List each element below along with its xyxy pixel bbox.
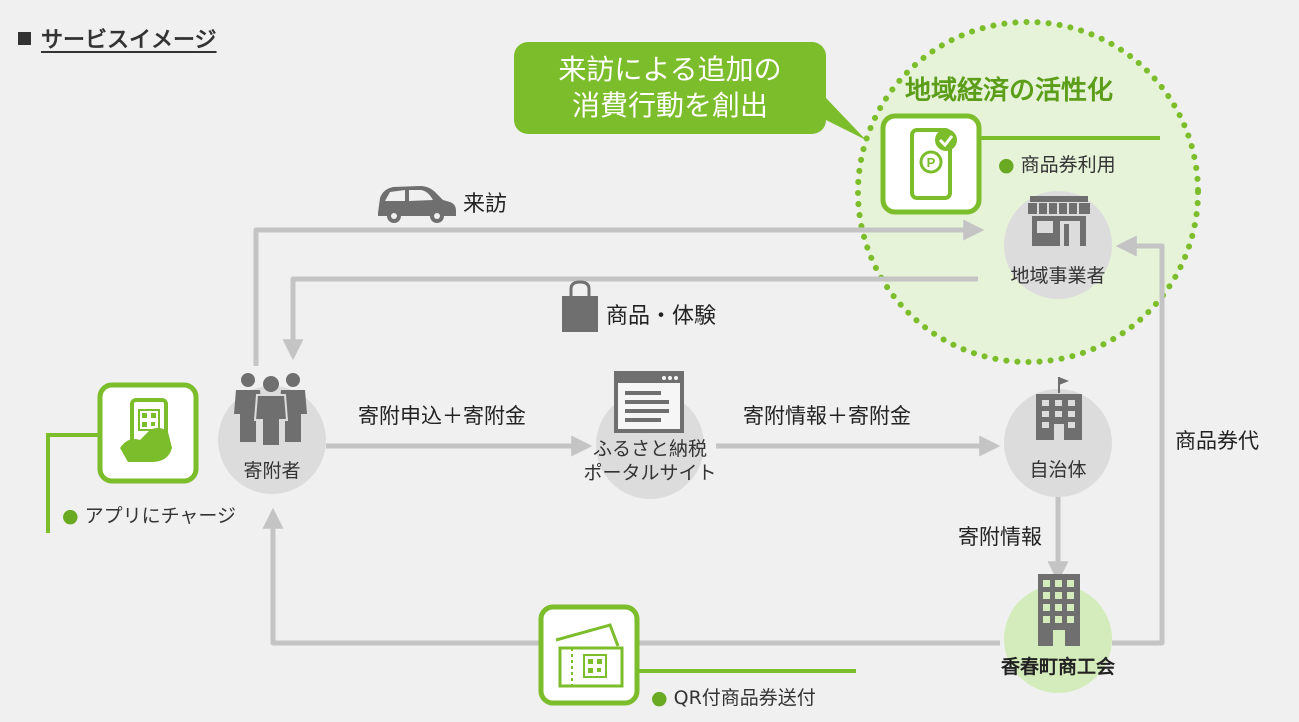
bullet-dot-icon: ●: [651, 687, 674, 709]
apply-label: 寄附申込＋寄附金: [358, 404, 526, 428]
municipality-label: 自治体: [1029, 459, 1087, 481]
qr-voucher-text: QR付商品券送付: [673, 687, 816, 709]
voucher-fee-label: 商品券代: [1175, 429, 1259, 453]
qr-voucher-label: ● QR付商品券送付: [651, 683, 816, 710]
browser-window-icon: [614, 371, 684, 433]
voucher-phone-icon: P: [880, 113, 982, 215]
voucher-use-text: 商品券利用: [1020, 154, 1116, 176]
bullet-dot-icon: ●: [998, 154, 1021, 176]
app-leader-line: [46, 433, 100, 533]
portal-label-line-1: ふるさと納税: [592, 438, 707, 460]
section-header: サービスイメージ: [18, 22, 217, 54]
portal-label-line-2: ポータルサイト: [583, 462, 717, 484]
donor-people-icon: [234, 373, 307, 447]
business-label: 地域事業者: [1010, 265, 1106, 287]
voucher-return-arrow: [262, 507, 1000, 646]
chamber-label: 香春町商工会: [1000, 656, 1115, 678]
chamber-building-icon: [1038, 574, 1080, 646]
callout-bubble: 来訪による追加の 消費行動を創出: [514, 42, 826, 134]
qr-voucher-icon: [538, 604, 640, 706]
callout-line-1: 来訪による追加の: [558, 53, 782, 86]
donor-label: 寄附者: [243, 460, 301, 482]
app-charge-text: アプリにチャージ: [84, 505, 237, 527]
bullet-dot-icon: ●: [62, 505, 85, 527]
shopping-bag-icon: [562, 280, 598, 332]
info-money-label: 寄附情報＋寄附金: [743, 404, 911, 428]
visit-arrow: [253, 219, 985, 366]
car-icon: [378, 186, 456, 223]
app-charge-label: ● アプリにチャージ: [62, 501, 236, 528]
municipality-building-icon: [1036, 377, 1082, 440]
info-label: 寄附情報: [958, 525, 1042, 549]
callout-line-2: 消費行動を創出: [571, 89, 768, 122]
bullet-square-icon: [18, 32, 31, 45]
section-title: サービスイメージ: [41, 28, 217, 53]
goods-arrow: [282, 276, 978, 361]
portal-label: ふるさと納税 ポータルサイト: [570, 437, 730, 485]
svg-text:P: P: [927, 155, 936, 170]
callout-tail: [826, 98, 866, 140]
activation-title: 地域経済の活性化: [905, 76, 1114, 106]
shop-icon: [1028, 196, 1090, 246]
app-qr-phone-icon: [97, 382, 199, 484]
municipality-node: [1004, 389, 1112, 497]
visit-label: 来訪: [463, 192, 508, 217]
voucher-fee-arrow: [1112, 235, 1165, 646]
goods-label: 商品・体験: [606, 304, 717, 329]
voucher-use-label: ● 商品券利用: [998, 150, 1116, 177]
